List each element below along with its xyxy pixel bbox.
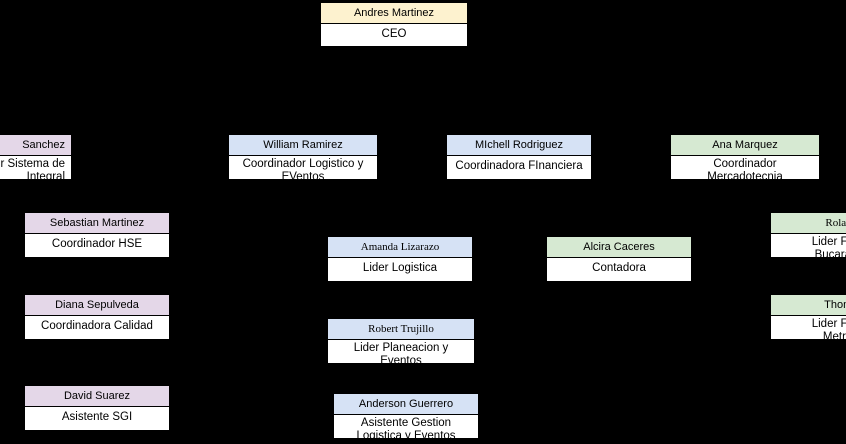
org-node-name: William Ramirez (229, 135, 377, 155)
org-node-role-line2: Eventos (380, 355, 422, 364)
org-node-role-line2: Metropo (822, 331, 846, 340)
org-node-name: David Suarez (25, 386, 169, 406)
org-node-role: Asistente SGI (25, 406, 169, 426)
org-node-role: Coordinador Mercadotecnia (671, 155, 819, 180)
org-node-role-line1: r Sistema de (0, 158, 65, 170)
org-node-role-line2: Integral (26, 171, 65, 180)
org-node-role: Coordinadora FInanciera (447, 155, 591, 175)
org-node-alcira-caceres[interactable]: Alcira Caceres Contadora (546, 236, 692, 282)
org-node-name: Thomas (771, 295, 846, 315)
org-node-role-line2: Bucaraman (814, 249, 846, 258)
org-node-role-line1: Coordinador Logistico y (242, 158, 364, 170)
org-node-role-line1: Lider Fuerza (811, 236, 846, 248)
org-node-sanchez[interactable]: Sanchez r Sistema de Integral (0, 134, 72, 180)
org-node-rodriguez[interactable]: MIchell Rodriguez Coordinadora FInancier… (446, 134, 592, 180)
org-node-role-line2: Logistica y Eventos (356, 430, 456, 439)
org-node-ramirez[interactable]: William Ramirez Coordinador Logistico y … (228, 134, 378, 180)
org-node-role: Lider Fuerza Bucaraman (771, 233, 846, 258)
org-node-role: Coordinador Logistico y EVentos (229, 155, 377, 180)
org-node-diana-sepulveda[interactable]: Diana Sepulveda Coordinadora Calidad (24, 294, 170, 340)
org-node-role: r Sistema de Integral (0, 155, 71, 180)
org-node-anderson-guerrero[interactable]: Anderson Guerrero Asistente Gestion Logi… (333, 393, 479, 439)
org-node-sebastian-martinez[interactable]: Sebastian Martinez Coordinador HSE (24, 212, 170, 258)
org-node-thomas[interactable]: Thomas Lider Fuerza Metropo (770, 294, 846, 340)
org-node-name: Sebastian Martinez (25, 213, 169, 233)
org-node-marquez[interactable]: Ana Marquez Coordinador Mercadotecnia (670, 134, 820, 180)
org-node-name: Anderson Guerrero (334, 394, 478, 414)
org-node-amanda-lizarazo[interactable]: Amanda Lizarazo Lider Logistica (327, 236, 473, 282)
org-node-david-suarez[interactable]: David Suarez Asistente SGI (24, 385, 170, 431)
org-node-ceo[interactable]: Andres Martinez CEO (320, 2, 468, 47)
org-node-role: Lider Logistica (328, 257, 472, 277)
org-node-role: CEO (321, 23, 467, 43)
org-node-name: Amanda Lizarazo (328, 237, 472, 257)
org-node-role-line1: Lider Fuerza (811, 318, 846, 330)
org-node-role-line1: Coordinador (713, 158, 777, 170)
org-node-name: Robert Trujillo (328, 319, 474, 339)
org-node-name: Diana Sepulveda (25, 295, 169, 315)
org-node-name: Ana Marquez (671, 135, 819, 155)
org-node-role-line2: EVentos (281, 171, 325, 180)
org-node-role: Coordinadora Calidad (25, 315, 169, 335)
org-node-role-line1: Asistente Gestion (360, 417, 452, 429)
org-node-role: Lider Fuerza Metropo (771, 315, 846, 340)
org-node-name: Rolando (771, 213, 846, 233)
org-node-robert-trujillo[interactable]: Robert Trujillo Lider Planeacion y Event… (327, 318, 475, 364)
org-node-name: Andres Martinez (321, 3, 467, 23)
org-node-rolando[interactable]: Rolando Lider Fuerza Bucaraman (770, 212, 846, 258)
org-node-name: Sanchez (0, 135, 71, 155)
org-node-role: Coordinador HSE (25, 233, 169, 253)
org-node-role: Lider Planeacion y Eventos (328, 339, 474, 364)
org-node-name: Alcira Caceres (547, 237, 691, 257)
org-node-role-line2: Mercadotecnia (707, 171, 783, 180)
org-node-role-line1: Lider Planeacion y (353, 342, 449, 354)
org-node-role: Asistente Gestion Logistica y Eventos (334, 414, 478, 439)
org-node-role: Contadora (547, 257, 691, 277)
org-node-name: MIchell Rodriguez (447, 135, 591, 155)
